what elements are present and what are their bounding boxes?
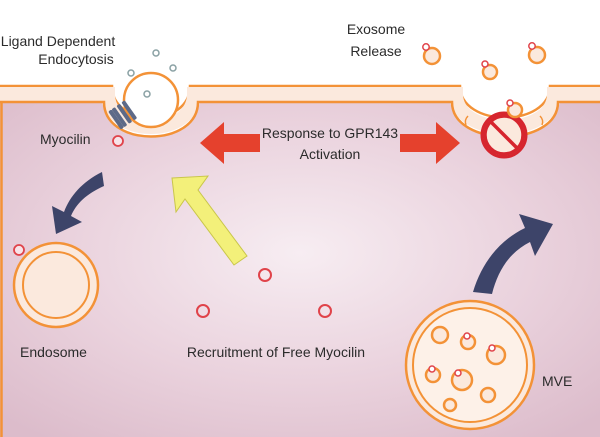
cell-membrane-inner [0,100,600,138]
endocytic-vesicle-core [131,80,171,120]
no-entry-icon [483,114,525,156]
free-myocilin [318,304,332,318]
mve [404,299,536,431]
recruitment-arrow [171,175,248,266]
ligand-dot [127,69,135,77]
label-exosome-line1: Exosome [347,21,406,37]
label-exosome-line2: Release [350,43,402,59]
label-ligand-line1: Ligand Dependent [1,33,116,49]
ligand-dot [143,90,151,98]
free-myocilin [258,268,272,282]
ligand-dot [169,64,177,72]
endosome [12,241,100,329]
exosome [506,99,524,119]
label-myocilin: Myocilin [40,131,91,147]
label-mve: MVE [542,373,572,389]
mve-release-arrow [473,214,553,294]
exosome [422,43,442,66]
free-myocilin [196,304,210,318]
membrane-mark [539,115,544,126]
ligand-dot [152,49,160,57]
label-response-line1: Response to GPR143 [262,125,398,141]
myocilin-bound [112,135,124,147]
exosome [527,42,547,65]
exosome [481,60,499,81]
receptor-icon [108,100,137,130]
membrane-mark [464,115,469,126]
endocytosis-arrow [52,172,104,234]
label-ligand-line2: Endocytosis [38,51,113,67]
label-endosome: Endosome [20,344,87,360]
response-double-arrow [200,122,460,164]
label-recruitment: Recruitment of Free Myocilin [187,344,365,360]
label-response-line2: Activation [300,146,361,162]
